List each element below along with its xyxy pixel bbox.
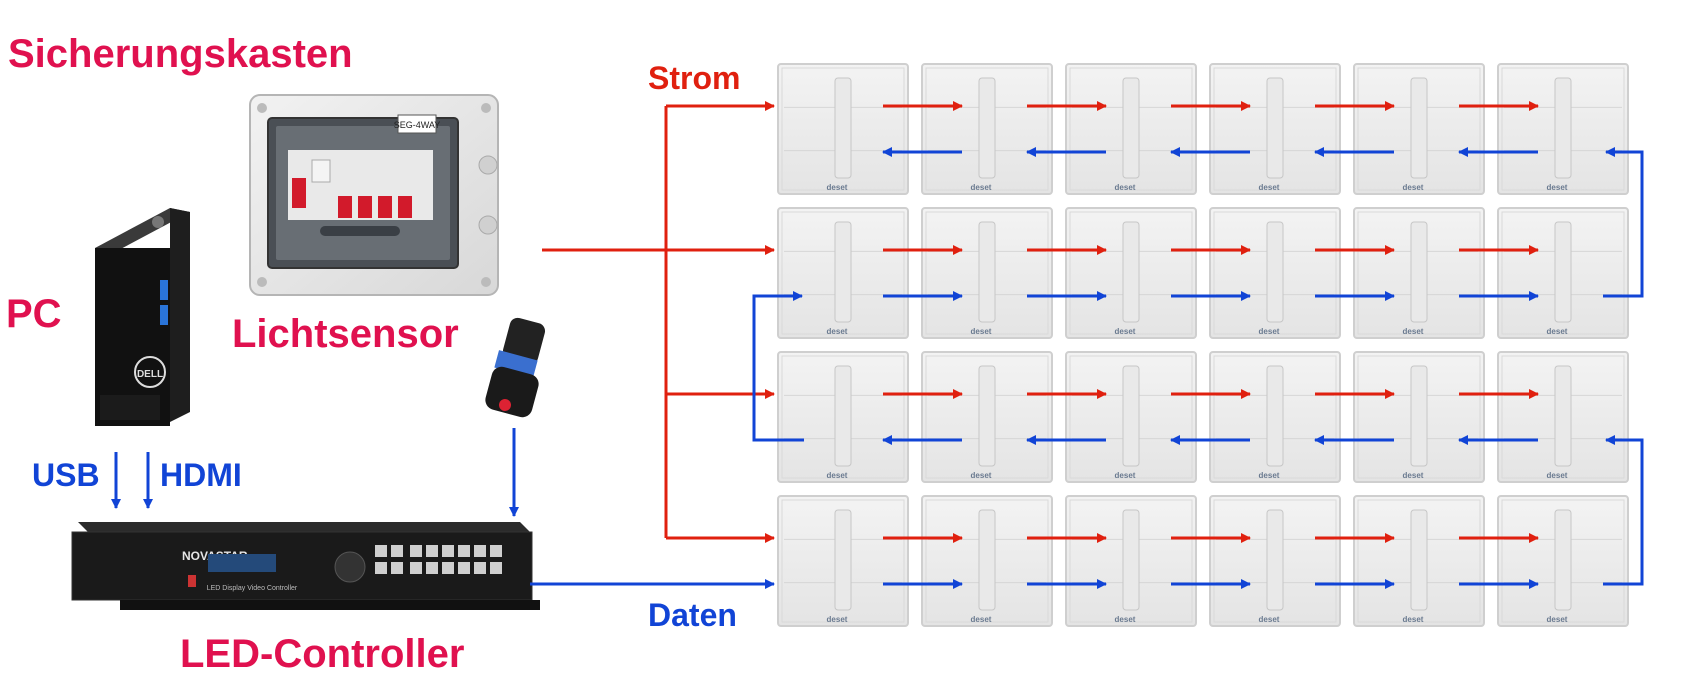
power-button-icon <box>152 216 164 228</box>
led-cabinet: deset <box>777 351 909 483</box>
data-chain-lines <box>530 147 1644 589</box>
cabinet-brand: deset <box>1259 615 1280 624</box>
cabinet-brand: deset <box>1115 183 1136 192</box>
data-turn-right-upper <box>1603 147 1644 298</box>
led-cabinet: deset <box>1065 63 1197 195</box>
fuse-box-tag: SEG-4WAY <box>394 120 441 130</box>
cabinet-brand: deset <box>971 471 992 480</box>
cabinet-brand: deset <box>1403 615 1424 624</box>
led-cabinet: deset <box>921 207 1053 339</box>
pc-label: PC <box>6 292 62 336</box>
led-cabinet: deset <box>1065 495 1197 627</box>
cabinet-brand: deset <box>971 615 992 624</box>
led-cabinet: deset <box>1353 63 1485 195</box>
led-controller-image: NOVASTAR LED Display Video Controller <box>71 522 540 610</box>
cabinet-brand: deset <box>1403 183 1424 192</box>
dell-logo-icon <box>134 356 166 388</box>
cabinet-brand: deset <box>827 183 848 192</box>
led-cabinet: deset <box>921 63 1053 195</box>
power-distribution-lines <box>542 101 1539 543</box>
cabinet-brand: deset <box>1547 327 1568 336</box>
hdmi-label: HDMI <box>160 457 242 493</box>
led-cabinet: deset <box>777 495 909 627</box>
data-turn-left <box>752 291 804 442</box>
led-cabinet: deset <box>777 207 909 339</box>
cabinet-brand: deset <box>1403 327 1424 336</box>
cabinet-brand: deset <box>1115 471 1136 480</box>
power-label: Strom <box>648 60 741 96</box>
led-cabinet: deset <box>921 495 1053 627</box>
cabinet-brand: deset <box>1259 471 1280 480</box>
led-cabinet: deset <box>1209 63 1341 195</box>
cabinet-brand: deset <box>1403 471 1424 480</box>
cabinet-brand: deset <box>827 327 848 336</box>
fuse-box-label: Sicherungskasten <box>8 32 353 76</box>
led-cabinet: deset <box>1209 207 1341 339</box>
cabinet-brand: deset <box>1259 327 1280 336</box>
data-label: Daten <box>648 597 737 633</box>
led-cabinet: deset <box>777 63 909 195</box>
usb-label: USB <box>32 457 100 493</box>
light-sensor-label: Lichtsensor <box>232 312 459 356</box>
led-cabinet: deset <box>1209 351 1341 483</box>
led-cabinet: deset <box>1497 351 1629 483</box>
light-sensor-image <box>485 317 546 418</box>
cabinet-brand: deset <box>971 183 992 192</box>
controller-knob-icon <box>334 551 366 583</box>
led-cabinet-grid: deset deset deset deset deset deset deset deset… <box>777 63 1629 627</box>
controller-caption: LED Display Video Controller <box>207 585 298 592</box>
led-cabinet: deset <box>1353 495 1485 627</box>
led-cabinet: deset <box>1497 495 1629 627</box>
led-cabinet: deset <box>1353 207 1485 339</box>
led-controller-label: LED-Controller <box>180 632 465 676</box>
led-cabinet: deset <box>921 351 1053 483</box>
pc-image: DELL <box>95 208 190 426</box>
cabinet-brand: deset <box>827 471 848 480</box>
cabinet-brand: deset <box>1115 615 1136 624</box>
led-cabinet: deset <box>1209 495 1341 627</box>
data-turn-right-lower <box>1603 435 1644 586</box>
led-cabinet: deset <box>1497 207 1629 339</box>
cabinet-brand: deset <box>971 327 992 336</box>
cabinet-brand: deset <box>1547 471 1568 480</box>
cabinet-brand: deset <box>1259 183 1280 192</box>
cabinet-brand: deset <box>1547 183 1568 192</box>
fuse-box-image: SEG-4WAY <box>249 94 499 296</box>
led-cabinet: deset <box>1065 351 1197 483</box>
led-cabinet: deset <box>1497 63 1629 195</box>
cabinet-brand: deset <box>1547 615 1568 624</box>
led-cabinet: deset <box>1065 207 1197 339</box>
svg-text:DELL: DELL <box>137 369 163 380</box>
led-cabinet: deset <box>1353 351 1485 483</box>
cabinet-brand: deset <box>1115 327 1136 336</box>
cabinet-brand: deset <box>827 615 848 624</box>
